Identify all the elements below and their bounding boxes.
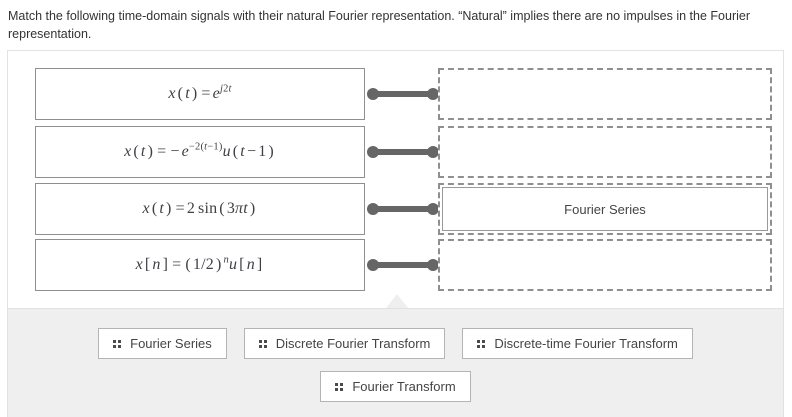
answer-dropzone-4[interactable] — [438, 239, 772, 291]
connector-knob-right — [427, 88, 439, 100]
connector-bar — [371, 206, 435, 212]
answer-dropzone-3[interactable]: Fourier Series — [438, 183, 772, 235]
dumbbell-connector-icon — [367, 203, 439, 215]
drag-grip-icon[interactable] — [477, 339, 486, 348]
connector-bar — [371, 149, 435, 155]
drag-grip-icon[interactable] — [258, 339, 267, 348]
dumbbell-connector-icon — [367, 88, 439, 100]
drag-grip-icon[interactable] — [335, 382, 344, 391]
answer-token-label: Discrete-time Fourier Transform — [494, 336, 678, 351]
answer-token-label: Fourier Series — [130, 336, 212, 351]
dumbbell-connector-icon — [367, 259, 439, 271]
answer-dropzone-2[interactable] — [438, 126, 772, 178]
dumbbell-connector-icon — [367, 146, 439, 158]
answer-bank: Fourier Series Discrete Fourier Transfor… — [7, 308, 784, 417]
drag-grip-icon[interactable] — [113, 339, 122, 348]
answer-token-discrete-time-fourier-transform[interactable]: Discrete-time Fourier Transform — [462, 328, 693, 359]
answer-token-discrete-fourier-transform[interactable]: Discrete Fourier Transform — [243, 328, 446, 359]
signal-stem-box-2: x(t)=−e−2(t−1)u(t−1) — [35, 126, 365, 178]
signal-stem-box-4: x[n]=(1/2)nu[n] — [35, 239, 365, 291]
match-row: x(t)=ej2t — [8, 68, 783, 120]
connector-knob-right — [427, 146, 439, 158]
signal-expression-2: x(t)=−e−2(t−1)u(t−1) — [124, 141, 274, 160]
answer-token-label: Discrete Fourier Transform — [275, 336, 431, 351]
answer-token-fourier-transform[interactable]: Fourier Transform — [320, 371, 471, 402]
answer-token-label: Fourier Transform — [352, 379, 456, 394]
connector-bar — [371, 91, 435, 97]
answer-token-fourier-series[interactable]: Fourier Series — [98, 328, 227, 359]
answer-dropzone-1[interactable] — [438, 68, 772, 120]
bank-notch-arrow-icon — [386, 294, 408, 308]
answer-bank-row-2: Fourier Transform — [8, 371, 783, 402]
question-prompt: Match the following time-domain signals … — [8, 9, 750, 41]
match-row: x(t)=−e−2(t−1)u(t−1) — [8, 126, 783, 178]
placed-answer-label-3: Fourier Series — [564, 201, 646, 217]
connector-knob-right — [427, 259, 439, 271]
placed-answer-token-3[interactable]: Fourier Series — [442, 187, 768, 231]
signal-expression-4: x[n]=(1/2)nu[n] — [135, 254, 263, 273]
signal-expression-1: x(t)=ej2t — [168, 83, 232, 102]
connector-knob-right — [427, 203, 439, 215]
answer-bank-row-1: Fourier Series Discrete Fourier Transfor… — [8, 328, 783, 359]
connector-bar — [371, 262, 435, 268]
match-row: x[n]=(1/2)nu[n] — [8, 239, 783, 291]
signal-stem-box-1: x(t)=ej2t — [35, 68, 365, 120]
